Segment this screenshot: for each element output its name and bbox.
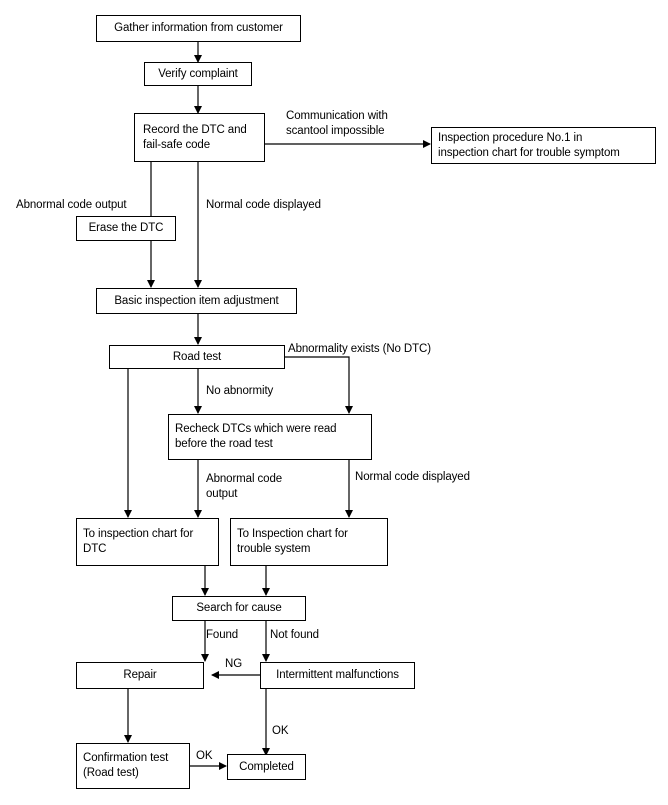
label-normal-code-displayed: Normal code displayed xyxy=(206,199,321,211)
label-ok-horizontal: OK xyxy=(196,750,213,762)
label-not-found: Not found xyxy=(270,629,319,641)
node-inspection-procedure-no1: Inspection procedure No.1 in inspection … xyxy=(431,127,656,164)
label-comm-impossible: Communication with scantool impossible xyxy=(286,110,388,137)
label-ok-vertical: OK xyxy=(272,725,289,737)
node-repair: Repair xyxy=(76,662,204,689)
node-recheck-dtcs: Recheck DTCs which were read before the … xyxy=(168,414,372,460)
label-abnormal-code-output: Abnormal code output xyxy=(16,199,127,211)
label-no-abnormity: No abnormity xyxy=(206,385,274,397)
node-verify-complaint: Verify complaint xyxy=(144,62,252,86)
node-road-test: Road test xyxy=(109,345,285,369)
arrow-road-abnormality-to-recheck xyxy=(285,356,353,414)
node-erase-dtc: Erase the DTC xyxy=(76,216,176,241)
node-gather-information: Gather information from customer xyxy=(96,15,301,42)
label-ng: NG xyxy=(225,658,243,670)
node-intermittent-malfunctions: Intermittent malfunctions xyxy=(260,662,415,689)
node-completed: Completed xyxy=(227,754,306,780)
node-confirmation-test: Confirmation test (Road test) xyxy=(76,743,190,789)
label-abnormal-code-output-2: Abnormal code output xyxy=(206,473,283,500)
node-basic-inspection: Basic inspection item adjustment xyxy=(96,288,297,314)
node-chart-trouble: To Inspection chart for trouble system xyxy=(230,518,388,566)
label-found: Found xyxy=(206,629,239,641)
label-abnormality-exists: Abnormality exists (No DTC) xyxy=(288,343,431,355)
label-normal-code-displayed-2: Normal code displayed xyxy=(355,471,470,483)
node-search-cause: Search for cause xyxy=(172,596,306,621)
node-chart-dtc: To inspection chart for DTC xyxy=(76,518,219,566)
node-record-dtc: Record the DTC and fail-safe code xyxy=(134,113,265,162)
